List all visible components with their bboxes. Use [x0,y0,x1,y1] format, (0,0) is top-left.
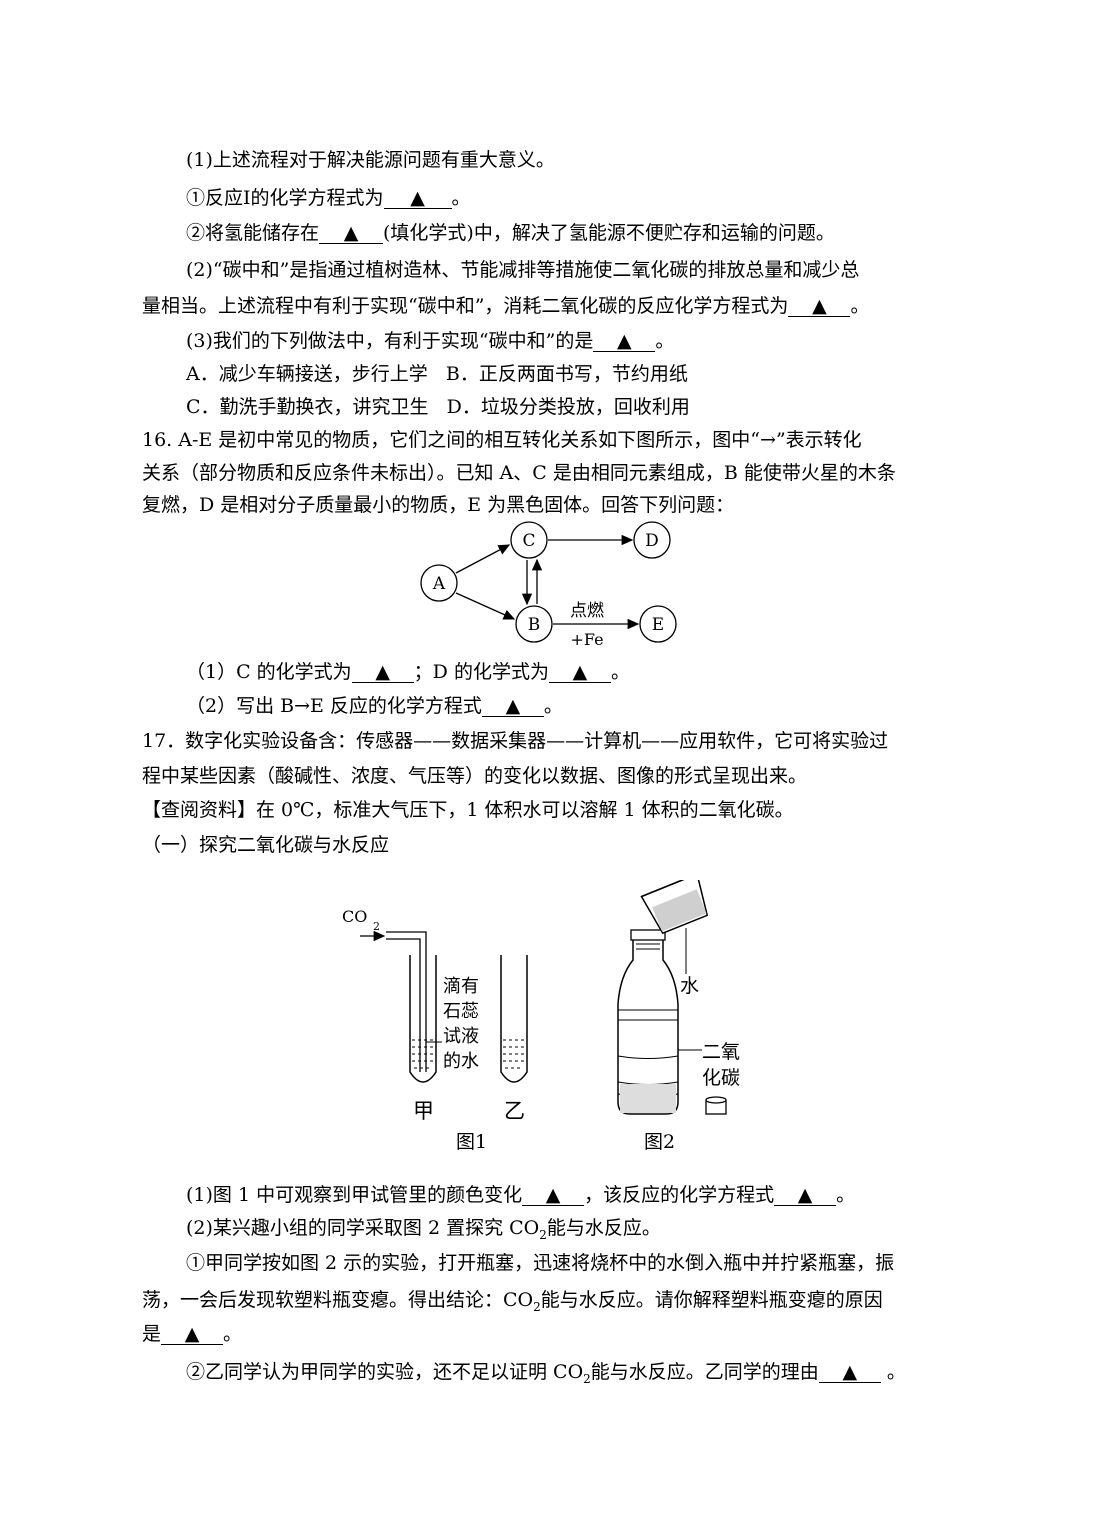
liquid-label-3: 试液 [443,1026,479,1047]
q17-answer-3: ①甲同学按如图 2 示的实验，打开瓶塞，迅速将烧杯中的水倒入瓶中并拧紧瓶塞，振 [186,1252,895,1274]
option-a: A．减少车辆接送，步行上学 [186,363,428,385]
q17-answer-2: (2)某兴趣小组的同学采取图 2 置探究 CO2能与水反应。 [186,1217,661,1242]
answer-blank[interactable]: ▲ [774,1185,837,1206]
q15-line-2: ①反应Ⅰ的化学方程式为▲。 [186,187,471,209]
node-d-label: D [645,531,659,551]
q17-experiment-figure: CO 2 滴有 石蕊 试液 的水 甲 乙 图1 [342,880,740,1153]
figure-1-caption: 图1 [456,1131,487,1153]
option-b: B．正反两面书写，节约用纸 [445,363,688,385]
co2-subscript: 2 [373,920,380,933]
co2-label: CO [342,907,367,926]
condition-ignite: 点燃 [570,601,604,621]
node-a [420,564,458,602]
co2-bottle-label-1: 二氧 [702,1041,740,1063]
q16-line-3: 复燃，D 是相对分子质量最小的物质，E 为黑色固体。回答下列问题： [142,494,735,516]
answer-blank[interactable]: ▲ [788,296,851,317]
answer-blank[interactable]: ▲ [593,331,656,352]
q15-line-6: (3)我们的下列做法中，有利于实现“碳中和”的是▲。 [186,330,675,352]
node-c [510,521,548,559]
co2-bottle-label-2: 化碳 [702,1067,740,1089]
q17-line-2: 程中某些因素（酸碱性、浓度、气压等）的变化以数据、图像的形式呈现出来。 [142,765,808,787]
label-jia: 甲 [413,1099,434,1123]
q17-line-4: （一）探究二氧化碳与水反应 [142,834,390,856]
water-label: 水 [680,975,699,997]
q17-line-3: 【查阅资料】在 0℃，标准大气压下，1 体积水可以溶解 1 体积的二氧化碳。 [142,799,794,821]
q15-line-1: (1)上述流程对于解决能源问题有重大意义。 [186,149,555,171]
answer-blank[interactable]: ▲ [818,1362,881,1383]
node-c-label: C [522,531,535,551]
delivery-tube [386,931,427,1072]
answer-blank[interactable]: ▲ [319,223,384,244]
q17-answer-5: 是▲。 [142,1323,243,1345]
arrow-a-b [455,592,516,620]
liquid-label-2: 石蕊 [443,1001,479,1022]
condition-fe: +Fe [570,630,603,649]
answer-blank[interactable]: ▲ [383,188,452,209]
answer-blank[interactable]: ▲ [481,696,544,717]
node-d [633,521,671,559]
node-b [515,605,553,643]
answer-blank[interactable]: ▲ [351,662,414,683]
beaker [640,880,709,935]
test-tube-jia [409,955,437,1083]
test-tube-yi [500,955,528,1083]
q17-answer-6: ②乙同学认为甲同学的实验，还不足以证明 CO2能与水反应。乙同学的理由▲ 。 [186,1361,906,1386]
option-d: D．垃圾分类投放，回收利用 [446,396,690,418]
liquid-label-1: 滴有 [443,976,479,997]
node-b-label: B [528,615,541,635]
q17-line-1: 17．数字化实验设备含：传感器——数据采集器——计算机——应用软件，它可将实验过 [142,730,889,752]
q15-line-5: 量相当。上述流程中有利于实现“碳中和”，消耗二氧化碳的反应化学方程式为▲。 [142,295,870,317]
node-e [639,605,677,643]
q16-line-2: 关系（部分物质和反应条件未标出）。已知 A、C 是由相同元素组成，B 能使带火星… [142,462,896,484]
answer-blank[interactable]: ▲ [161,1324,224,1345]
node-a-label: A [432,574,446,594]
answer-blank[interactable]: ▲ [548,662,611,683]
plastic-bottle [617,936,679,1115]
q16-line-1: 16. A-E 是初中常见的物质，它们之间的相互转化关系如下图所示，图中“→”表… [142,429,862,451]
q17-answer-4: 荡，一会后发现软塑料瓶变瘪。得出结论：CO2能与水反应。请你解释塑料瓶变瘪的原因 [142,1289,883,1314]
option-c: C．勤洗手勤换衣，讲究卫生 [186,396,429,418]
q15-line-3: ②将氢能储存在▲(填化学式)中，解决了氢能源不便贮存和运输的问题。 [186,222,835,244]
q16-sub-2: （2）写出 B→E 反应的化学方程式▲。 [186,695,563,717]
label-yi: 乙 [504,1099,525,1123]
q16-relation-diagram: A B C D E 点燃 +Fe [420,521,677,649]
node-e-label: E [652,615,664,635]
q17-answer-1: (1)图 1 中可观察到甲试管里的颜色变化▲，该反应的化学方程式▲。 [186,1184,856,1206]
q16-sub-1: （1）C 的化学式为▲；D 的化学式为▲。 [186,661,630,683]
figure-2-caption: 图2 [644,1131,675,1153]
answer-blank[interactable]: ▲ [522,1185,585,1206]
q15-options-cd: C．勤洗手勤换衣，讲究卫生 D．垃圾分类投放，回收利用 [186,395,690,419]
bottle-cap-rim [630,929,666,941]
liquid-label-4: 的水 [443,1051,479,1072]
q15-line-4: (2)“碳中和”是指通过植树造林、节能减排等措施使二氧化碳的排放总量和减少总 [186,259,860,281]
arrow-a-c [455,544,511,574]
q15-options-ab: A．减少车辆接送，步行上学 B．正反两面书写，节约用纸 [186,362,688,386]
